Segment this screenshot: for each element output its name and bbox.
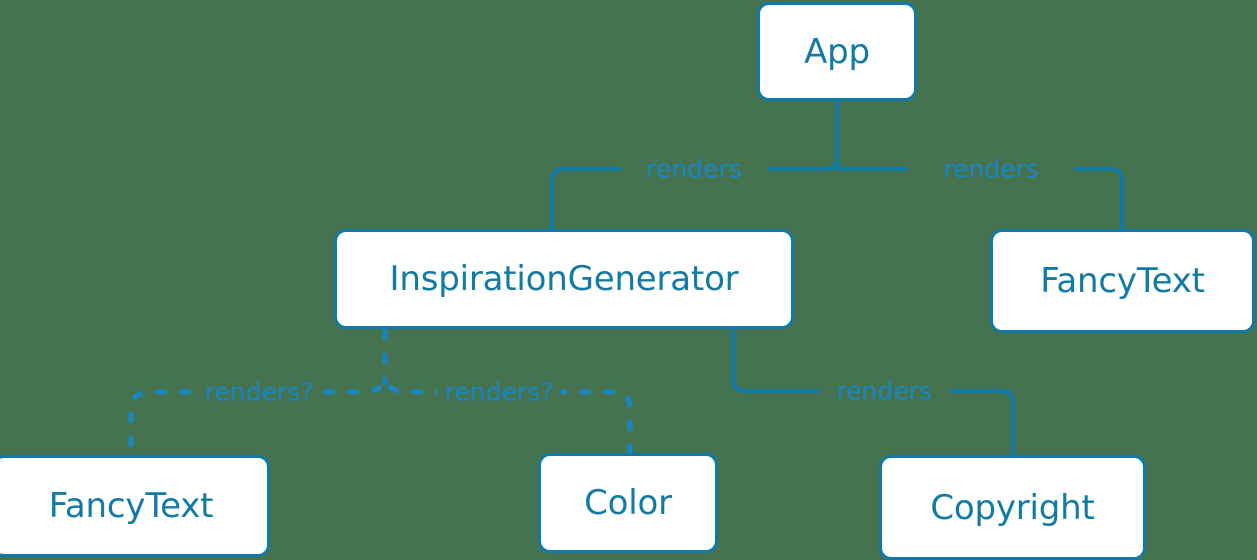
edge-copyright-approach <box>950 389 1015 457</box>
node-inspirationgenerator[interactable]: InspirationGenerator <box>334 229 794 329</box>
node-app-label: App <box>804 31 870 72</box>
node-copyright[interactable]: Copyright <box>879 455 1146 560</box>
node-inspirationgenerator-label: InspirationGenerator <box>389 259 739 299</box>
node-color[interactable]: Color <box>538 453 718 553</box>
edge-app-to-fancytext <box>1074 167 1124 231</box>
edge-label-inspirationgenerator-to-copyright: renders <box>829 378 939 404</box>
edge-label-app-to-inspirationgenerator: renders <box>639 156 749 182</box>
edge-app-junction-right <box>835 155 908 171</box>
node-fancytext-right-label: FancyText <box>1040 261 1205 301</box>
edge-app-stem <box>768 99 839 171</box>
edge-label-inspirationgenerator-to-fancytext: renders? <box>197 379 321 405</box>
edge-label-app-to-fancytext: renders <box>936 156 1046 182</box>
node-color-label: Color <box>584 483 672 523</box>
edge-label-inspirationgenerator-to-color: renders? <box>437 379 561 405</box>
node-fancytext-bottom[interactable]: FancyText <box>0 455 270 557</box>
node-app[interactable]: App <box>757 2 917 101</box>
edge-inspirationgenerator-to-copyright <box>731 327 820 393</box>
node-fancytext-bottom-label: FancyText <box>48 486 214 526</box>
node-fancytext-right[interactable]: FancyText <box>990 229 1255 333</box>
edge-app-to-inspirationgenerator <box>550 167 622 231</box>
node-copyright-label: Copyright <box>930 487 1095 528</box>
